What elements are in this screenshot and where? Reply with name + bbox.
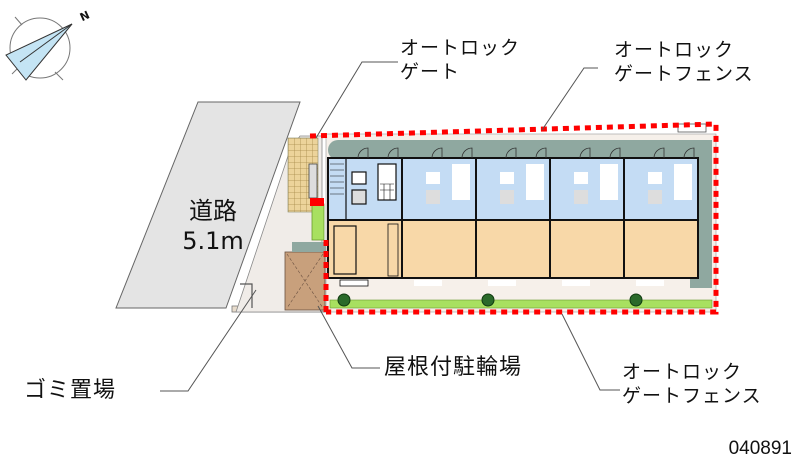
road-width: 5.1m	[182, 227, 244, 255]
property-code: 040891	[728, 438, 792, 459]
callout-line: オートロック	[622, 361, 743, 383]
autolock-gate-fence	[309, 121, 719, 315]
garbage-area	[240, 283, 253, 308]
callout-line: ゲートフェンス	[614, 63, 754, 85]
callout-line: オートロック	[400, 37, 521, 59]
callout-line: ゲートフェンス	[622, 385, 762, 407]
callout-autolock-gate: オートロック ゲート	[400, 36, 520, 84]
callout-autolock-gate-fence-top: オートロック ゲートフェンス	[614, 38, 754, 86]
corridor	[328, 140, 712, 160]
planting-strip	[329, 299, 713, 309]
road	[115, 101, 301, 309]
compass-north-arrow-icon: N	[5, 8, 92, 81]
road-name: 道路	[189, 197, 237, 225]
callout-autolock-gate-fence-bottom: オートロック ゲートフェンス	[622, 360, 762, 408]
planting-left	[311, 203, 325, 241]
building-units	[327, 147, 699, 287]
road-label: 道路 5.1m	[158, 196, 268, 256]
callout-line: ゲート	[400, 61, 461, 83]
callout-garbage-area: ゴミ置場	[24, 378, 117, 403]
callout-covered-bicycle-parking: 屋根付駐輪場	[384, 355, 523, 380]
tree-icon	[337, 293, 643, 307]
svg-text:N: N	[78, 8, 92, 24]
autolock-gate	[310, 198, 324, 206]
callout-line: オートロック	[614, 39, 735, 61]
